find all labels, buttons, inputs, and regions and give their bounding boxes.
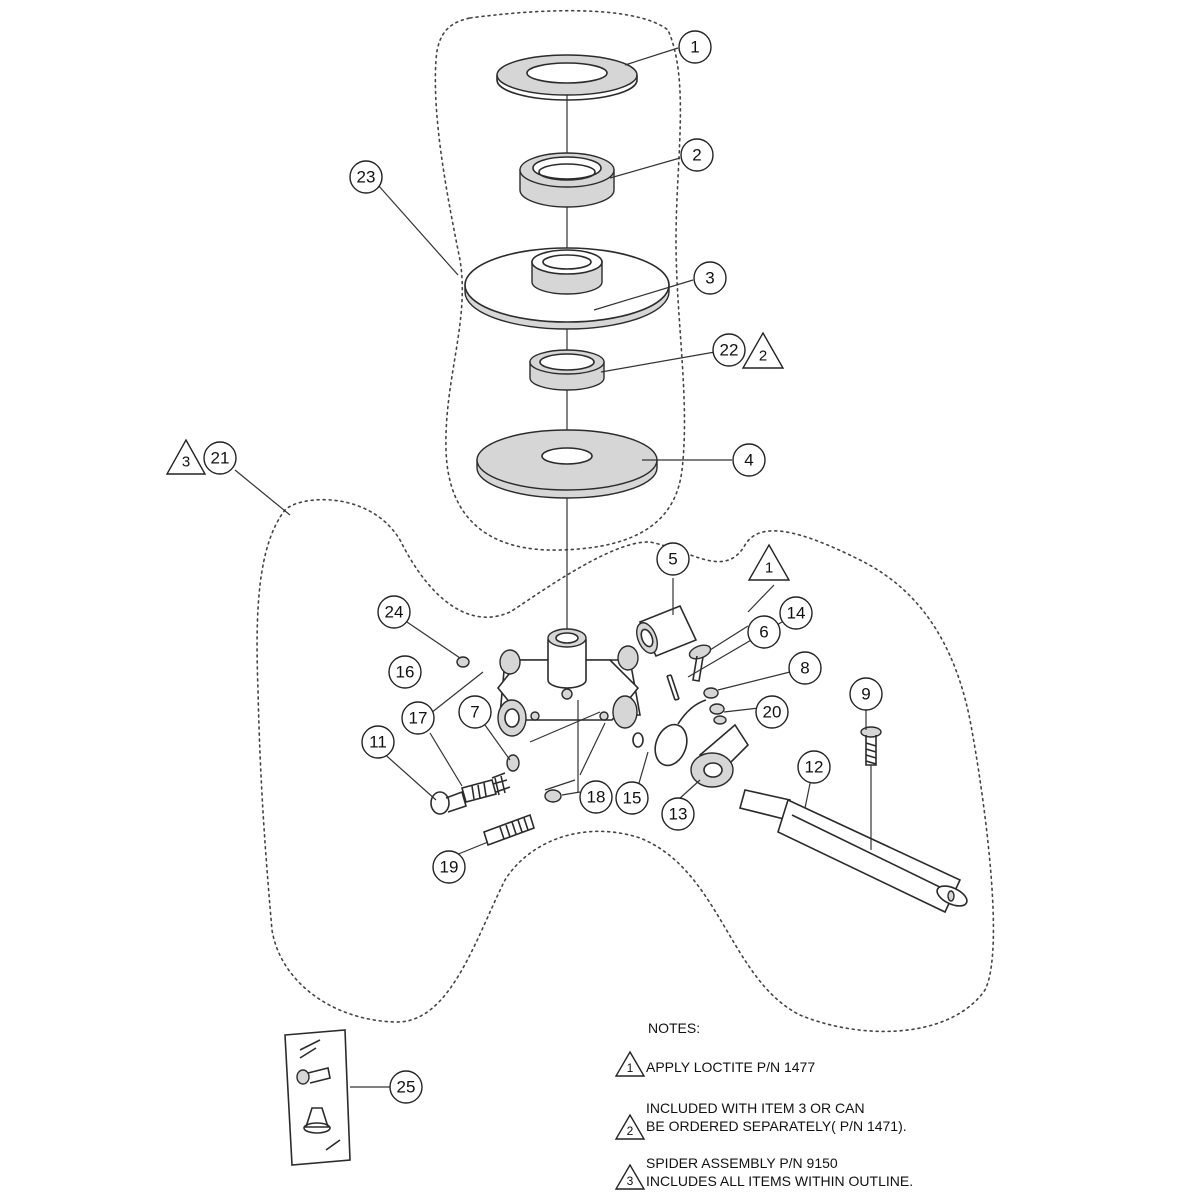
part-19-rod: [483, 813, 535, 847]
svg-text:INCLUDED WITH ITEM 3 OR CAN: INCLUDED WITH ITEM 3 OR CAN: [646, 1100, 865, 1116]
part-20-nut: [709, 703, 727, 725]
callout-11: 11: [361, 725, 395, 759]
notes-heading: NOTES:: [648, 1020, 700, 1036]
callout-4: 4: [732, 443, 766, 477]
callout-14: 14: [779, 596, 813, 630]
triangle-mark-3: 3: [165, 438, 207, 475]
callout-8: 8: [788, 651, 822, 685]
callout-7: 7: [458, 695, 492, 729]
callout-12: 12: [797, 750, 831, 784]
callout-23: 23: [349, 160, 383, 194]
callout-18: 18: [579, 780, 613, 814]
svg-text:5: 5: [668, 550, 677, 569]
callout-15: 15: [615, 781, 649, 815]
svg-text:18: 18: [587, 788, 606, 807]
note-2: 2 INCLUDED WITH ITEM 3 OR CAN BE ORDERED…: [614, 1100, 907, 1140]
part-2-bearing: [519, 152, 615, 208]
svg-text:1: 1: [627, 1061, 634, 1075]
svg-text:7: 7: [470, 703, 479, 722]
svg-text:3: 3: [705, 269, 714, 288]
triangle-mark-2: 2: [741, 331, 785, 369]
note-1: 1 APPLY LOCTITE P/N 1477: [614, 1050, 815, 1077]
callout-21: 21: [203, 441, 237, 475]
svg-text:1: 1: [690, 38, 699, 57]
svg-text:INCLUDES ALL ITEMS WITHIN OUTL: INCLUDES ALL ITEMS WITHIN OUTLINE.: [646, 1173, 913, 1189]
part-17-screw: [461, 772, 511, 803]
svg-text:21: 21: [211, 449, 230, 468]
svg-text:13: 13: [669, 805, 688, 824]
callout-20: 20: [755, 695, 789, 729]
notes-block: NOTES: 1 APPLY LOCTITE P/N 1477 2 INCLUD…: [614, 1020, 913, 1190]
svg-text:20: 20: [763, 703, 782, 722]
svg-text:3: 3: [182, 454, 190, 471]
svg-text:BE ORDERED SEPARATELY( P/N 147: BE ORDERED SEPARATELY( P/N 1471).: [646, 1118, 907, 1134]
svg-text:17: 17: [409, 709, 428, 728]
part-1-washer: [496, 54, 638, 101]
svg-text:24: 24: [385, 603, 404, 622]
callout-19: 19: [432, 850, 466, 884]
part-14-pin: [666, 674, 680, 701]
svg-text:1: 1: [765, 560, 773, 577]
callout-16: 16: [388, 655, 422, 689]
part-25-hardware-bag: [284, 1029, 351, 1166]
svg-text:16: 16: [396, 663, 415, 682]
svg-text:4: 4: [744, 451, 753, 470]
part-3-disc: [464, 247, 670, 330]
svg-text:15: 15: [623, 789, 642, 808]
svg-text:22: 22: [720, 341, 739, 360]
svg-text:25: 25: [397, 1078, 416, 1097]
part-15-spring-ring: [632, 699, 707, 767]
svg-text:SPIDER ASSEMBLY P/N 9150: SPIDER ASSEMBLY P/N 9150: [646, 1155, 838, 1171]
part-24-screw: [456, 656, 470, 668]
svg-text:8: 8: [800, 659, 809, 678]
callout-1: 1: [678, 30, 712, 64]
part-11-knob: [430, 790, 467, 815]
callout-24: 24: [377, 595, 411, 629]
part-12-shaft: [739, 789, 968, 914]
svg-text:2: 2: [692, 146, 701, 165]
note-3: 3 SPIDER ASSEMBLY P/N 9150 INCLUDES ALL …: [614, 1155, 913, 1190]
outline-item-23: [434, 9, 686, 551]
callout-13: 13: [661, 797, 695, 831]
part-18-nut: [544, 789, 562, 803]
svg-text:APPLY LOCTITE P/N 1477: APPLY LOCTITE P/N 1477: [646, 1059, 815, 1075]
svg-text:6: 6: [759, 623, 768, 642]
svg-text:11: 11: [369, 733, 387, 752]
svg-text:14: 14: [787, 604, 806, 623]
svg-text:2: 2: [627, 1124, 634, 1138]
part-13-collar: [690, 723, 750, 788]
callout-9: 9: [849, 677, 883, 711]
callout-2: 2: [680, 138, 714, 172]
svg-text:9: 9: [861, 685, 870, 704]
part-22-bushing: [529, 349, 605, 391]
svg-text:23: 23: [357, 168, 376, 187]
callout-17: 17: [401, 701, 435, 735]
callout-5: 5: [656, 542, 690, 576]
callout-22: 22: [712, 333, 746, 367]
svg-text:12: 12: [805, 758, 824, 777]
part-4-disc: [476, 429, 658, 499]
callout-3: 3: [693, 261, 727, 295]
part-9-bolt: [860, 726, 882, 850]
triangle-mark-1: 1: [747, 543, 791, 581]
part-5-sleeve: [636, 604, 698, 658]
outline-item-21-spider-assembly: [256, 498, 995, 1033]
svg-text:19: 19: [440, 858, 459, 877]
svg-text:3: 3: [627, 1174, 634, 1188]
callout-25: 25: [389, 1070, 423, 1104]
part-16-spider-body: [496, 628, 641, 737]
part-8-nut: [703, 687, 719, 699]
callout-6: 6: [747, 615, 781, 649]
svg-text:2: 2: [759, 348, 767, 365]
